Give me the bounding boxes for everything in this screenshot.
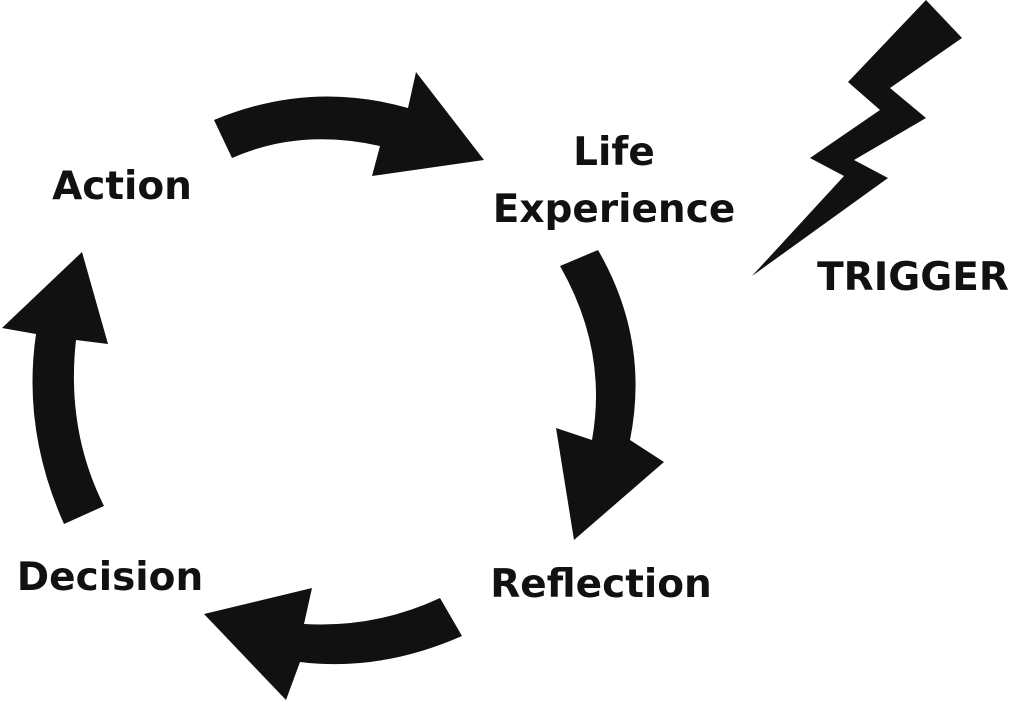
node-life-experience-line2: Experience [493, 187, 736, 232]
node-action: Action [52, 164, 192, 209]
trigger-label: TRIGGER [817, 255, 1009, 300]
node-reflection: Reflection [490, 562, 712, 607]
node-life-experience-line1: Life [573, 130, 655, 175]
node-decision: Decision [17, 555, 203, 600]
lightning-bolt-icon [752, 0, 962, 276]
arrow-life-experience-to-reflection [556, 250, 664, 540]
arrow-reflection-to-decision [204, 588, 462, 700]
arrow-decision-to-action [2, 252, 108, 524]
arrow-action-to-life-experience [214, 72, 484, 176]
